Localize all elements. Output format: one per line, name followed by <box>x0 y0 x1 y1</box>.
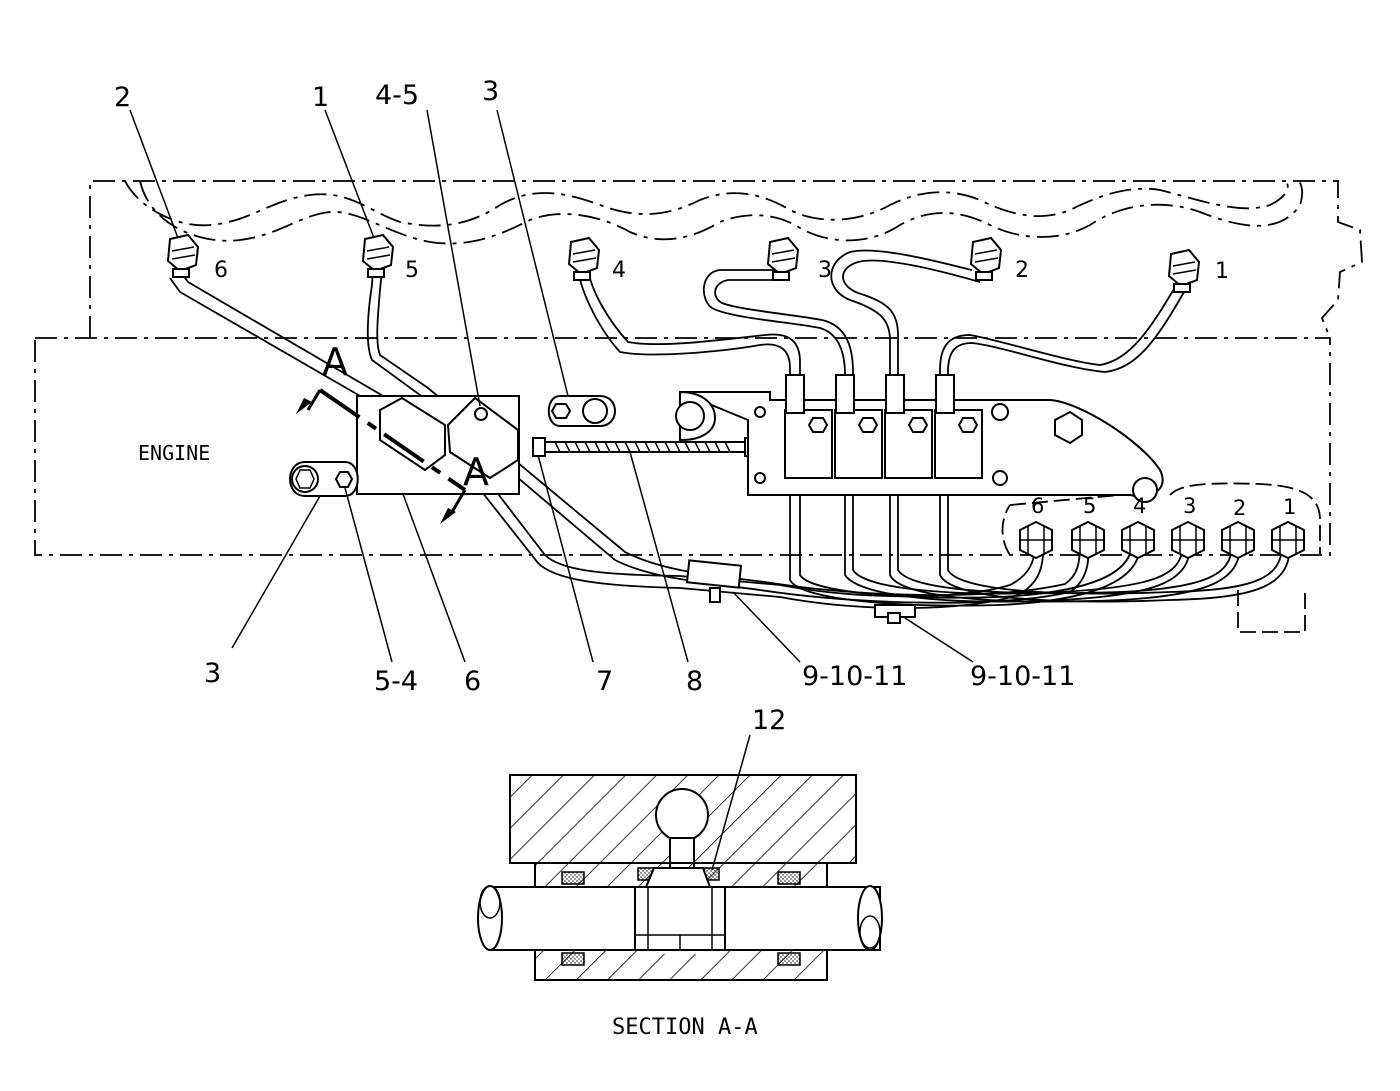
callout-9-10-11-right: 9-10-11 <box>970 661 1075 692</box>
callout-5-4: 5-4 <box>374 666 418 697</box>
clamp-9-left <box>685 559 743 589</box>
callouts-top: 2 1 4-5 3 <box>114 76 499 113</box>
nozzle-nut-4 <box>568 237 600 281</box>
section-letter-lower: A <box>463 450 489 494</box>
nozzle-numbers: 6 5 4 3 2 1 <box>214 258 1229 284</box>
rod-assembly <box>532 437 756 457</box>
grommet <box>561 952 585 966</box>
port-number-1: 1 <box>1283 495 1296 519</box>
pump-port-numbers: 6 5 4 3 2 1 <box>1031 494 1296 520</box>
section-title: SECTION A-A <box>612 1015 758 1040</box>
callout-12: 12 <box>752 705 786 736</box>
section-arrow <box>440 508 456 524</box>
nozzle-number-6: 6 <box>214 258 228 283</box>
nozzle-number-4: 4 <box>612 258 626 283</box>
nozzle-number-5: 5 <box>405 258 419 283</box>
grommet <box>777 952 801 966</box>
nozzle-number-3: 3 <box>818 258 832 283</box>
callout-7: 7 <box>596 666 613 697</box>
leader-lines <box>129 109 974 871</box>
pump-nut-3 <box>1171 521 1205 559</box>
callout-1: 1 <box>312 82 329 113</box>
callout-8: 8 <box>686 666 703 697</box>
callout-9-10-11-left: 9-10-11 <box>802 661 907 692</box>
port-number-3: 3 <box>1183 494 1196 518</box>
nut-small <box>334 471 354 488</box>
injection-pump-bracket <box>675 374 1164 503</box>
pump-nut-6 <box>1019 521 1053 559</box>
nozzle-nut-1 <box>1168 249 1200 293</box>
pump-nut-4 <box>1121 521 1155 559</box>
pump-outlet-nuts <box>1019 521 1305 559</box>
nozzle-nut-2 <box>970 237 1002 281</box>
clamp-block <box>446 396 519 480</box>
callouts-bottom: 3 5-4 6 7 8 9-10-11 9-10-11 <box>204 658 1075 697</box>
port-number-2: 2 <box>1233 496 1246 520</box>
grommet <box>777 871 801 885</box>
nozzle-nuts <box>167 234 1200 293</box>
port-number-6: 6 <box>1031 494 1044 518</box>
nozzle-nut-3 <box>767 237 799 281</box>
cylinder-head-outline <box>89 180 1363 339</box>
pump-nut-2 <box>1221 521 1255 559</box>
grommet <box>561 871 585 885</box>
clamp-block <box>379 396 446 472</box>
nozzle-nut-6 <box>167 234 199 278</box>
engine-label: ENGINE <box>138 441 210 465</box>
nozzle-nut-5 <box>362 234 394 278</box>
port-number-4: 4 <box>1133 494 1146 518</box>
port-number-5: 5 <box>1083 494 1096 518</box>
lower-clamps <box>685 559 916 624</box>
callout-4-5: 4-5 <box>375 80 419 111</box>
fuel-injection-lines <box>169 249 1291 609</box>
bolt-ball <box>655 788 709 842</box>
callout-3-bottom: 3 <box>204 658 221 689</box>
pump-nut-1 <box>1271 521 1305 559</box>
clamp-bracket-assembly <box>289 395 616 497</box>
section-cut-line: A A <box>296 340 489 524</box>
nozzle-number-1: 1 <box>1215 259 1229 284</box>
callout-2: 2 <box>114 82 131 113</box>
engine-block-outline: ENGINE <box>34 337 1331 556</box>
callout-3-top: 3 <box>482 76 499 107</box>
callout-6: 6 <box>464 666 481 697</box>
pump-nut-5 <box>1071 521 1105 559</box>
section-arrow <box>296 398 312 414</box>
delivery-valve-4 <box>934 409 983 479</box>
bolt-head <box>474 407 488 421</box>
section-a-a-detail: 12 SECTION A-A <box>477 705 883 1040</box>
section-letter-upper: A <box>322 340 348 384</box>
pump-support-outline <box>1001 482 1321 633</box>
nozzle-number-2: 2 <box>1015 258 1029 283</box>
nut-7 <box>532 437 546 457</box>
